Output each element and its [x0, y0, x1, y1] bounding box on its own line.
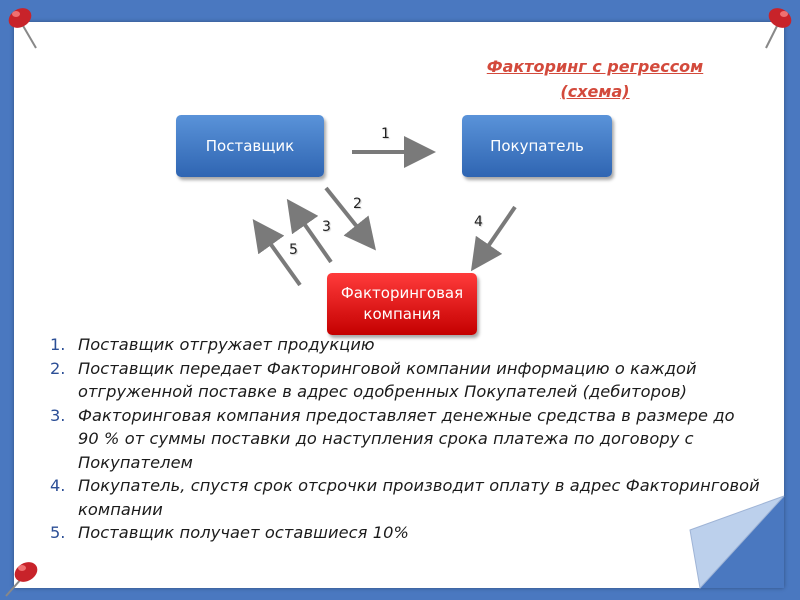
diagram-title: Факторинг с регрессом (схема) [430, 54, 760, 104]
list-item: 4.Покупатель, спустя срок отсрочки произ… [50, 476, 760, 519]
arrow-label-5: 5 [289, 242, 298, 258]
list-item: 3.Факторинговая компания предоставляет д… [50, 405, 735, 472]
arrow-4 [470, 205, 517, 272]
pushpin-icon [8, 8, 37, 49]
list-item: 2.Поставщик передает Факторинговой компа… [50, 358, 697, 402]
node-factor-label-2: компания [363, 305, 441, 323]
arrow-label-1: 1 [381, 126, 390, 142]
arrow-5 [252, 218, 302, 287]
title-line-1: Факторинг с регрессом [486, 57, 704, 76]
list-item: 1.Поставщик отгружает продукцию [50, 335, 375, 354]
node-buyer-label: Покупатель [490, 136, 584, 155]
arrow-label-4: 4 [474, 214, 483, 230]
arrow-label-2: 2 [353, 196, 362, 212]
node-buyer: Покупатель [462, 115, 612, 177]
pushpin-icon [5, 562, 38, 597]
node-supplier: Поставщик [176, 115, 324, 177]
steps-list: 1.Поставщик отгружает продукцию 2.Постав… [50, 333, 760, 545]
arrow-3 [286, 198, 333, 264]
node-supplier-label: Поставщик [205, 136, 295, 155]
list-item: 5.Поставщик получает оставшиеся 10% [50, 523, 410, 542]
title-line-2: (схема) [560, 82, 630, 101]
arrow-label-3: 3 [322, 219, 331, 235]
arrow-2 [324, 186, 376, 251]
node-factor-label-1: Факторинговая [340, 284, 464, 302]
pushpin-icon [765, 8, 792, 49]
node-factoring-company: Факторинговая компания [327, 273, 477, 335]
